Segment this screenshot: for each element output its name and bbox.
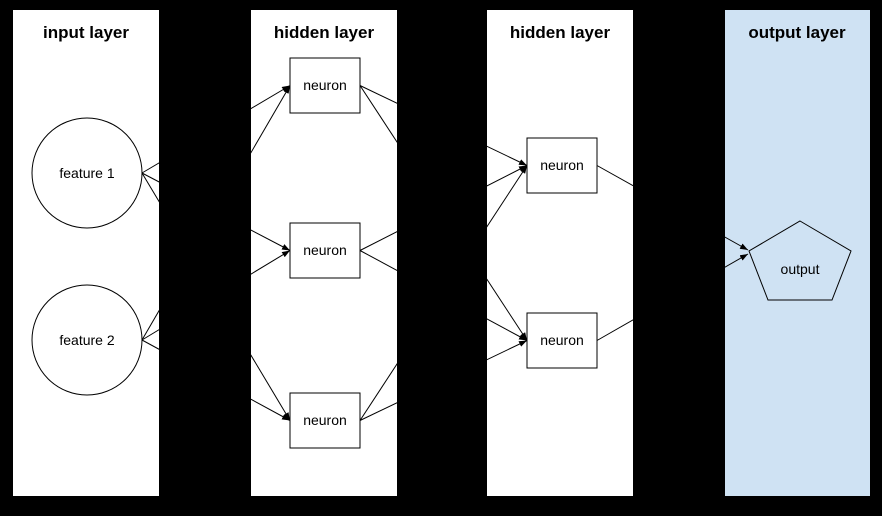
layer-panels xyxy=(13,10,870,496)
hidden1-neuron-1-label: neuron xyxy=(303,77,347,93)
edge-h1n3-h2n1 xyxy=(359,165,528,421)
output-node xyxy=(748,220,852,301)
hidden-layer-1-nodes: neuron neuron neuron xyxy=(289,57,361,449)
hidden1-neuron-3-label: neuron xyxy=(303,412,347,428)
hidden-layer-2-panel xyxy=(487,10,633,496)
output-layer-panel xyxy=(725,10,870,496)
edge-h1n1-h2n1 xyxy=(359,85,528,166)
feature-1-label: feature 1 xyxy=(59,165,114,181)
input-layer-panel xyxy=(13,10,159,496)
feature-1-node xyxy=(31,117,143,229)
hidden1-neuron-1-node xyxy=(289,57,361,114)
edge-h1n2-h2n2 xyxy=(359,250,528,341)
hidden1-neuron-2-node xyxy=(289,222,361,279)
edge-h2n1-output xyxy=(596,165,749,251)
output-layer-nodes: output xyxy=(748,220,852,301)
hidden2-neuron-1-label: neuron xyxy=(540,157,584,173)
output-layer-title: output layer xyxy=(748,23,846,42)
edge-h1n3-h2n2 xyxy=(359,340,528,421)
layer-titles: input layer hidden layer hidden layer ou… xyxy=(43,23,846,42)
edge-feature2-h1n2 xyxy=(141,250,291,341)
feature-2-label: feature 2 xyxy=(59,332,114,348)
hidden2-neuron-2-node xyxy=(526,312,598,369)
hidden-layer-2-nodes: neuron neuron xyxy=(526,137,598,369)
hidden-layer-2-title: hidden layer xyxy=(510,23,611,42)
edges xyxy=(141,85,749,421)
hidden2-neuron-2-label: neuron xyxy=(540,332,584,348)
edge-h1n1-h2n2 xyxy=(359,85,528,341)
edge-feature1-h1n2 xyxy=(141,172,291,251)
edge-feature2-h1n1 xyxy=(141,85,291,341)
hidden2-neuron-1-node xyxy=(526,137,598,194)
output-node-label: output xyxy=(781,261,820,277)
input-layer-nodes: feature 1 feature 2 xyxy=(31,117,143,396)
hidden1-neuron-3-node xyxy=(289,392,361,449)
edge-h2n2-output xyxy=(596,253,749,341)
input-layer-title: input layer xyxy=(43,23,129,42)
edge-h1n2-h2n1 xyxy=(359,165,528,251)
hidden-layer-1-title: hidden layer xyxy=(274,23,375,42)
edge-feature1-h1n3 xyxy=(141,172,291,421)
edge-feature2-h1n3 xyxy=(141,339,291,421)
hidden1-neuron-2-label: neuron xyxy=(303,242,347,258)
feature-2-node xyxy=(31,284,143,396)
edge-feature1-h1n1 xyxy=(141,85,291,174)
